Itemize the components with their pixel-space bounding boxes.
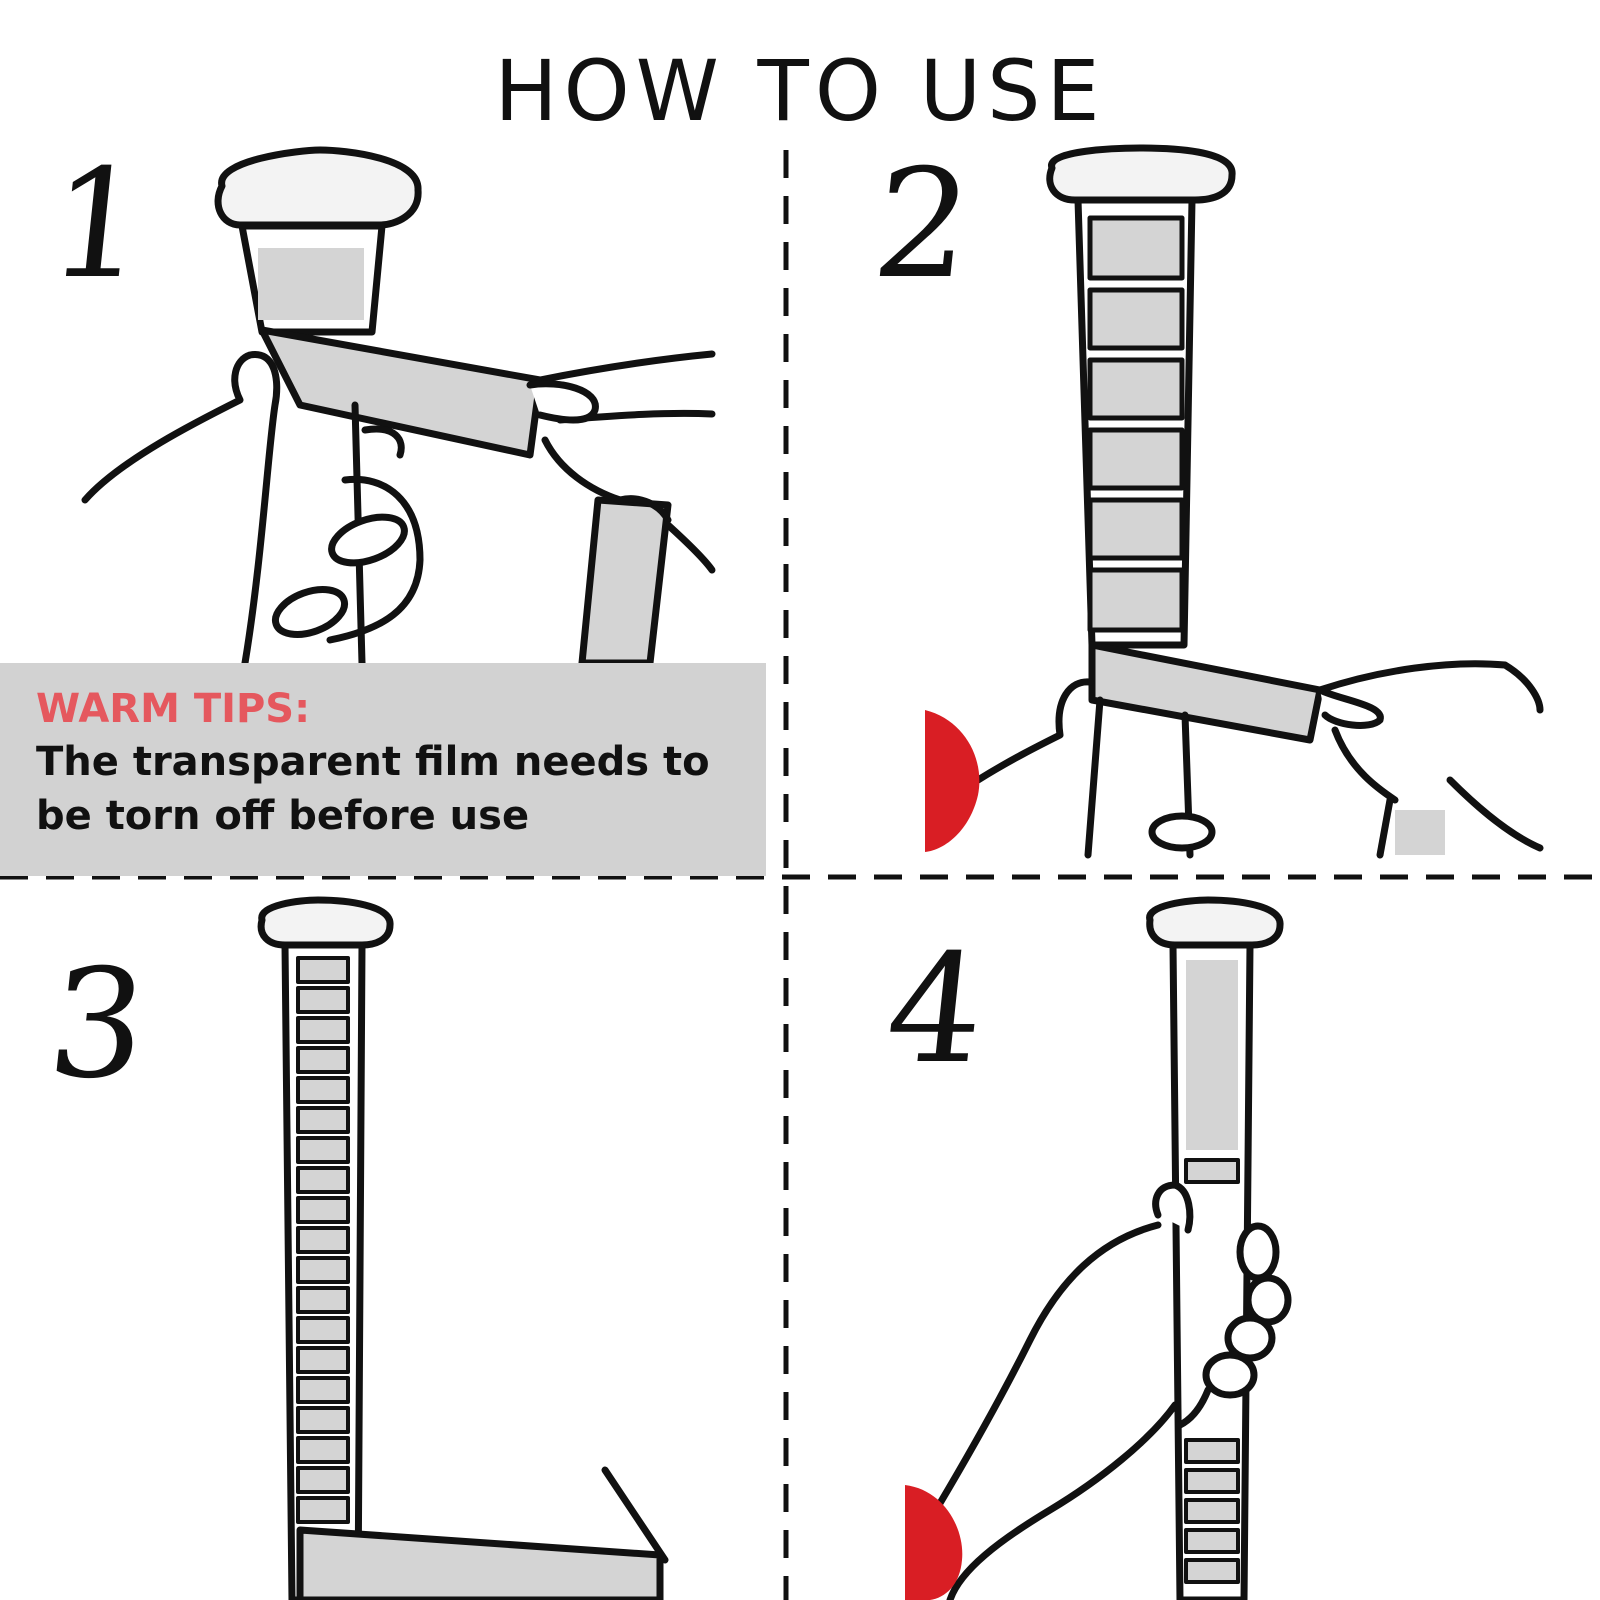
panel-2-illustration: [925, 148, 1540, 855]
bat-knob-icon: [1050, 148, 1232, 200]
baseball-icon: [905, 1485, 962, 1600]
bat-knob-icon: [218, 150, 418, 225]
panel-1-illustration: [85, 150, 712, 663]
panel-3-illustration: [261, 900, 665, 1600]
grip-tape-wraps: [298, 958, 348, 1522]
bat-knob-icon: [1150, 900, 1280, 945]
step-number-4: 4: [880, 935, 991, 1085]
warm-tips-box: WARM TIPS: The transparent film needs to…: [0, 663, 766, 876]
bat-knob-icon: [261, 900, 390, 945]
baseball-icon: [925, 710, 979, 852]
warm-tips-text: The transparent film needs to be torn of…: [36, 735, 756, 843]
step-number-1: 1: [42, 150, 153, 300]
page-title: HOW TO USE: [0, 42, 1600, 140]
step-number-3: 3: [42, 950, 153, 1100]
warm-tips-heading: WARM TIPS:: [36, 683, 766, 735]
step-number-2: 2: [867, 150, 978, 300]
